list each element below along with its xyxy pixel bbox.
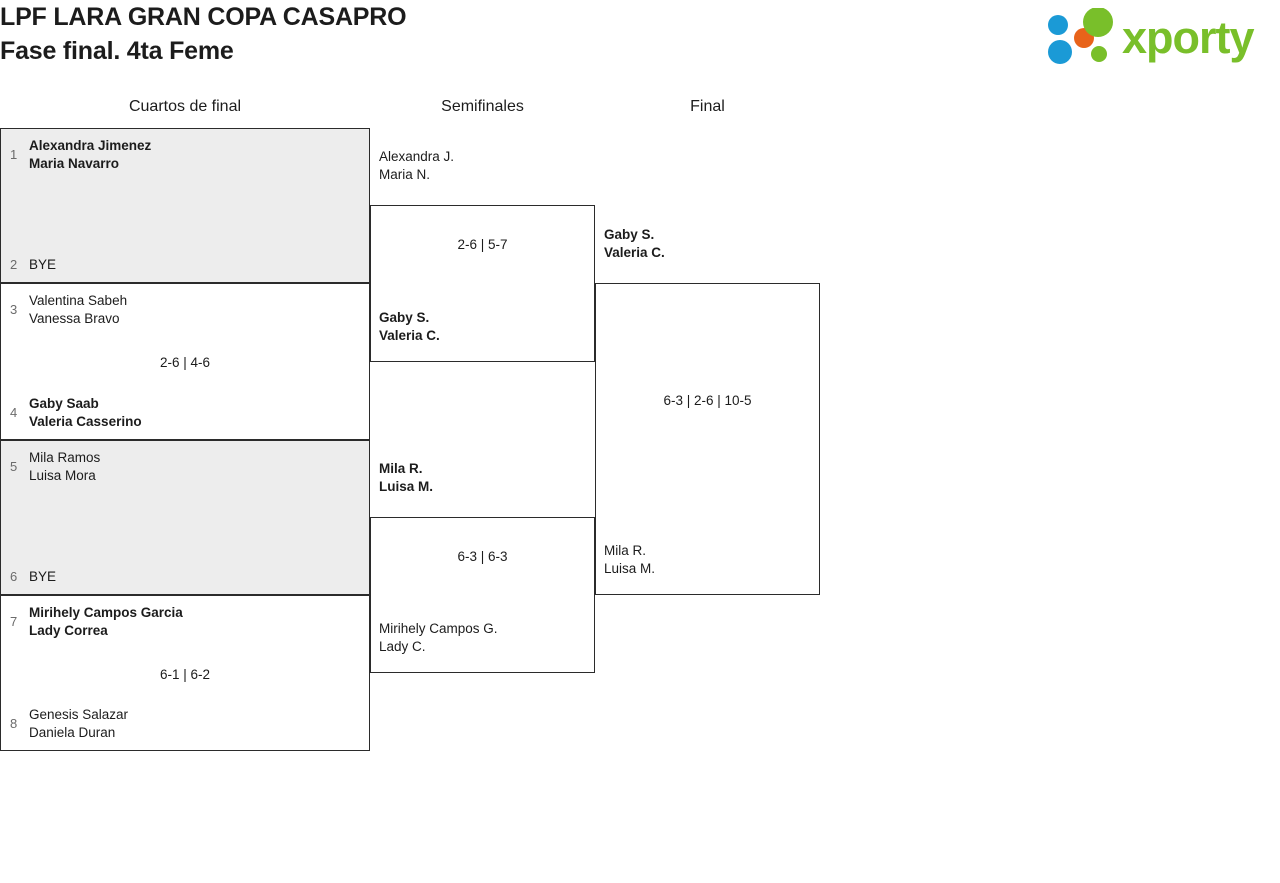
player-names: Gaby Saab Valeria Casserino — [29, 396, 142, 429]
match-sf2-bottom-player[interactable]: Mirihely Campos G. Lady C. — [371, 620, 594, 656]
player-names: Gaby S. Valeria C. — [604, 227, 665, 260]
match-sf1-score: 2-6 | 5-7 — [457, 237, 508, 252]
player-names: Mila R. Luisa M. — [604, 543, 656, 576]
page-subtitle: Fase final. 4ta Feme — [0, 37, 234, 65]
match-qf2-top-player[interactable]: 3 Valentina Sabeh Vanessa Bravo — [1, 292, 369, 328]
match-qf4-top-player[interactable]: 7 Mirihely Campos Garcia Lady Correa — [1, 604, 369, 640]
player-names: Genesis Salazar Daniela Duran — [29, 707, 129, 740]
match-qf2[interactable]: 3 Valentina Sabeh Vanessa Bravo 2-6 | 4-… — [0, 283, 370, 440]
match-qf2-score: 2-6 | 4-6 — [159, 355, 211, 370]
logo-dots-icon — [1048, 8, 1113, 64]
seed-number: 5 — [10, 459, 18, 474]
round-header-quarterfinals: Cuartos de final — [128, 98, 242, 115]
logo-wordmark: xporty — [1122, 12, 1255, 63]
match-qf4-score: 6-1 | 6-2 — [159, 667, 211, 682]
match-final[interactable]: Gaby S. Valeria C. 6-3 | 2-6 | 10-5 Mila… — [595, 227, 820, 595]
match-qf1[interactable]: 1 Alexandra Jimenez Maria Navarro 2 BYE — [0, 128, 370, 283]
match-qf2-bottom-player[interactable]: 4 Gaby Saab Valeria Casserino — [1, 395, 369, 431]
match-sf1-top-player[interactable]: Alexandra J. Maria N. — [371, 148, 594, 184]
match-final-top-player[interactable]: Gaby S. Valeria C. — [596, 226, 819, 262]
match-sf1-bottom-player[interactable]: Gaby S. Valeria C. — [371, 309, 594, 345]
seed-number: 1 — [10, 147, 18, 162]
match-qf3-bottom-player[interactable]: 6 BYE — [1, 559, 369, 586]
match-sf2-score: 6-3 | 6-3 — [457, 549, 508, 564]
player-names: Gaby S. Valeria C. — [379, 310, 440, 343]
match-final-bottom-player[interactable]: Mila R. Luisa M. — [596, 542, 819, 578]
match-qf1-top-player[interactable]: 1 Alexandra Jimenez Maria Navarro — [1, 137, 369, 173]
seed-number: 8 — [10, 716, 18, 731]
round-header-final: Final — [690, 98, 725, 115]
player-names: Mirihely Campos G. Lady C. — [379, 621, 498, 654]
seed-number: 7 — [10, 614, 18, 629]
match-sf1[interactable]: Alexandra J. Maria N. 2-6 | 5-7 Gaby S. … — [370, 149, 595, 362]
player-names: Mila R. Luisa M. — [379, 461, 434, 494]
player-names: BYE — [29, 257, 57, 272]
player-names: Mirihely Campos Garcia Lady Correa — [29, 605, 183, 638]
match-qf4-bottom-player[interactable]: 8 Genesis Salazar Daniela Duran — [1, 706, 369, 742]
match-sf2-top-player[interactable]: Mila R. Luisa M. — [371, 460, 594, 496]
round-header-semifinals: Semifinales — [441, 98, 524, 115]
match-qf4[interactable]: 7 Mirihely Campos Garcia Lady Correa 6-1… — [0, 595, 370, 751]
seed-number: 2 — [10, 257, 18, 272]
seed-number: 6 — [10, 569, 18, 584]
match-sf2[interactable]: Mila R. Luisa M. 6-3 | 6-3 Mirihely Camp… — [370, 461, 595, 673]
seed-number: 3 — [10, 302, 18, 317]
xporty-logo[interactable]: xporty — [1046, 8, 1278, 68]
player-names: Mila Ramos Luisa Mora — [29, 450, 101, 483]
page-header: LPF LARA GRAN COPA CASAPRO Fase final. 4… — [0, 0, 1280, 88]
player-names: BYE — [29, 569, 57, 584]
match-final-score: 6-3 | 2-6 | 10-5 — [663, 393, 752, 408]
player-names: Alexandra Jimenez Maria Navarro — [29, 138, 152, 171]
match-qf3[interactable]: 5 Mila Ramos Luisa Mora 6 BYE — [0, 440, 370, 595]
seed-number: 4 — [10, 405, 18, 420]
player-names: Alexandra J. Maria N. — [379, 149, 455, 182]
match-qf3-top-player[interactable]: 5 Mila Ramos Luisa Mora — [1, 449, 369, 485]
match-qf1-bottom-player[interactable]: 2 BYE — [1, 247, 369, 274]
player-names: Valentina Sabeh Vanessa Bravo — [29, 293, 128, 326]
page-title: LPF LARA GRAN COPA CASAPRO — [0, 3, 407, 31]
